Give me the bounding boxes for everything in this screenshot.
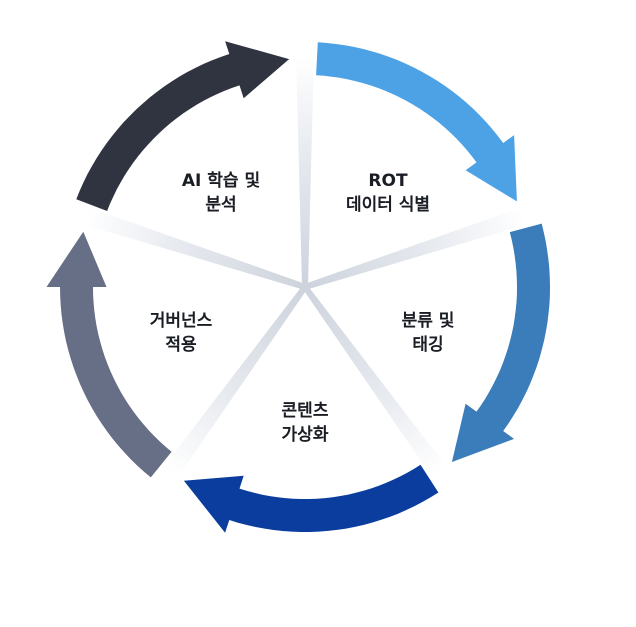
arrow-governance [46,231,172,478]
spoke-2 [304,205,532,290]
arrow-ai [76,41,290,212]
arrow-virtualization [183,464,439,533]
spoke-5 [78,205,306,290]
spoke-3 [302,285,451,483]
spoke-1 [296,52,314,288]
divider-spokes [78,52,532,483]
arrow-rot [316,42,517,202]
arrow-classification [451,223,550,462]
spoke-4 [159,285,308,483]
cycle-arrows [46,41,550,533]
